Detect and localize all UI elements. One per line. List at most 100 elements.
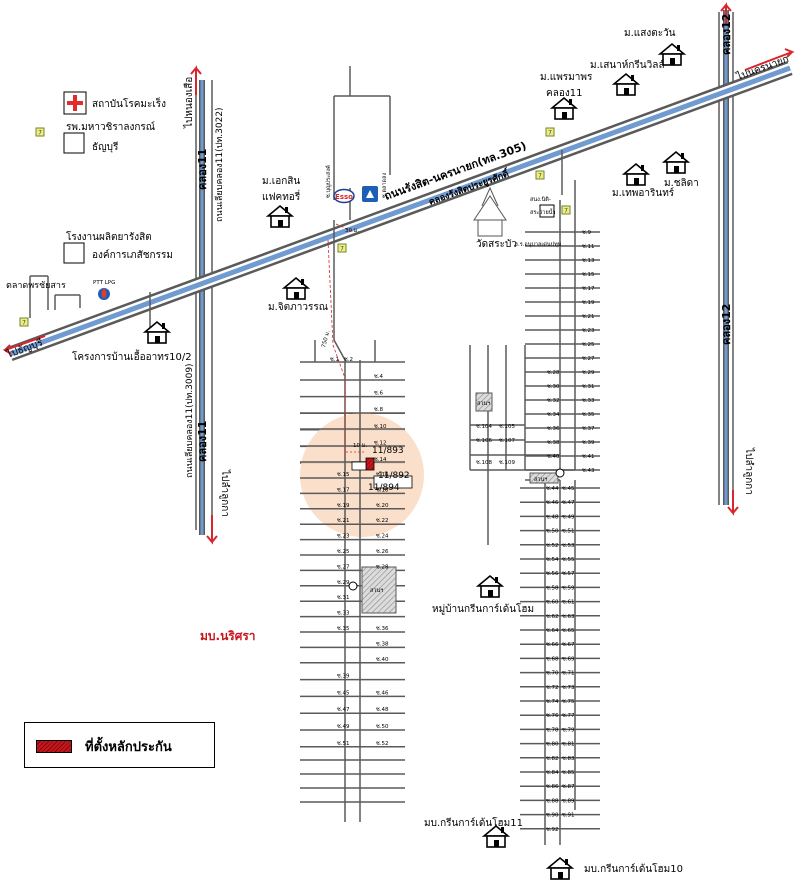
soi-label: ซ.53 xyxy=(562,542,575,549)
soi-label: ซ.32 xyxy=(547,397,559,404)
soi-label: ซ.58 xyxy=(546,584,559,591)
soi-label: ซ.40 xyxy=(376,656,389,663)
collateral-highlight xyxy=(300,413,424,537)
soi-label: ซ.19 xyxy=(337,502,350,509)
park-office-line2-label: สระว่ายน้ำ xyxy=(530,208,556,216)
arrow-south-canal11 xyxy=(206,515,218,545)
park-mid-label: สวนฯ xyxy=(477,400,490,407)
soi-label: ซ.23 xyxy=(337,533,350,540)
soi-label: ซ.21 xyxy=(582,313,594,320)
soi-label: ซ.54 xyxy=(546,556,559,563)
soi-label: ซ.104 xyxy=(476,423,492,430)
house-icon xyxy=(663,151,689,174)
arrow-to-nakhon-nayok xyxy=(744,48,795,71)
canal12-bottom-label: คลอง12 xyxy=(720,304,733,345)
chit-phawan-label: ม.จิตภาวรรณ xyxy=(268,302,328,313)
soi-label: ซ.22 xyxy=(376,517,388,524)
soi-label: ซ.79 xyxy=(562,726,575,733)
green-garden-11-label: มบ.กรีนการ์เด้นโฮม11 xyxy=(424,816,523,829)
park-left-label: สวนฯ xyxy=(370,587,383,594)
soi-label: ซ.108 xyxy=(476,459,492,466)
factory-building-icon xyxy=(63,242,85,264)
soi-label: ซ.18 xyxy=(376,486,389,493)
house-11-892-label: 11/892 xyxy=(378,471,410,481)
soi-label: ซ.17 xyxy=(582,285,595,292)
seven-eleven-icon xyxy=(19,317,29,327)
saeng-tawan-label: ม.แสงตะวัน xyxy=(624,28,676,39)
narisara-label: มบ.นริศรา xyxy=(200,629,256,643)
soi-label: ซ.12 xyxy=(374,439,386,446)
bank-icon xyxy=(362,186,378,202)
arrow-north-canal11 xyxy=(190,65,202,95)
soi-label: ซ.59 xyxy=(562,584,575,591)
soi-label: ซ.51 xyxy=(337,740,349,747)
praemaporn-line2-label: คลอง11 xyxy=(546,88,582,99)
to-lam-luk-ka-right-label: ไปลำลูกกา xyxy=(743,447,755,495)
green-garden-10-label: มบ.กรีนการ์เด้นโฮม10 xyxy=(584,862,683,875)
soi-label: ซ.107 xyxy=(499,437,515,444)
soi-label: ซ.25 xyxy=(582,341,595,348)
soi-label: ซ.70 xyxy=(546,670,559,677)
park-office-line1-label: สนง.นิติ- xyxy=(530,196,551,203)
seven-eleven-icon xyxy=(535,170,545,180)
soi-label: ซ.35 xyxy=(337,625,350,632)
soi-tatlong-label: ซ.ตลาดลง xyxy=(381,173,388,198)
soi-label: ซ.106 xyxy=(476,437,492,444)
soi-label: ซ.43 xyxy=(582,467,595,474)
soi-label: ซ.19 xyxy=(582,299,595,306)
soi-label: ซ.81 xyxy=(562,741,574,748)
soi-label: ซ.65 xyxy=(562,627,575,634)
soi-label: ซ.34 xyxy=(547,411,560,418)
soi-label: ซ.76 xyxy=(546,712,559,719)
dist-30m-label: 30 ม. xyxy=(345,228,359,234)
house-icon xyxy=(483,825,509,848)
arrow-to-thanyaburi xyxy=(2,335,46,355)
soi-label: ซ.52 xyxy=(376,740,388,747)
soi-label: ซ.2 xyxy=(344,356,353,363)
soi-label: ซ.86 xyxy=(546,783,559,790)
soi-label: ซ.9 xyxy=(582,229,591,236)
dist-10m-label: 10 ม. xyxy=(353,443,367,449)
hospital-building-icon xyxy=(63,132,85,154)
soi-label: ซ.61 xyxy=(562,599,574,606)
park-office-icon xyxy=(539,204,555,218)
soi-label: ซ.90 xyxy=(546,812,559,819)
soi-label: ซ.62 xyxy=(546,613,558,620)
soi-label: ซ.105 xyxy=(499,423,515,430)
soi-label: ซ.8 xyxy=(374,406,383,413)
soi-label: ซ.71 xyxy=(562,670,574,677)
praemaporn-line1-label: ม.แพรมาพร xyxy=(540,72,593,83)
soi-label: ซ.85 xyxy=(562,769,575,776)
soi-label: ซ.50 xyxy=(546,528,559,535)
soi-label: ซ.40 xyxy=(547,453,560,460)
house-icon xyxy=(477,575,503,598)
soi-label: ซ.20 xyxy=(376,502,389,509)
soi-label: ซ.16 xyxy=(376,471,389,478)
ban-uea-arthorn-label: โครงการบ้านเอื้ออาทร10/2 xyxy=(72,349,192,363)
soi-label: ซ.36 xyxy=(547,425,560,432)
house-icon xyxy=(547,857,573,880)
soi-label: ซ.87 xyxy=(562,783,575,790)
soi-label: ซ.29 xyxy=(582,369,595,376)
house-icon xyxy=(613,73,639,96)
soi-label: ซ.48 xyxy=(376,706,389,713)
soi-label: ซ.1 xyxy=(330,356,339,363)
soi-label: ซ.74 xyxy=(546,698,559,705)
soi-label: ซ.91 xyxy=(562,812,574,819)
svg-text:Esso: Esso xyxy=(335,193,353,201)
soi-label: ซ.10 xyxy=(374,423,387,430)
road-3022-label: ถนนเลียบคลอง11(ปท.3022) xyxy=(214,107,225,222)
soi-label: ซ.38 xyxy=(376,640,389,647)
soi-label: ซ.36 xyxy=(376,625,389,632)
ptt-label: PTT LPG xyxy=(93,280,115,286)
to-nong-suea-label: ไปหนองเสือ xyxy=(183,77,195,129)
soi-label: ซ.25 xyxy=(337,548,350,555)
soi-label: ซ.11 xyxy=(582,243,594,250)
soi-label: ซ.47 xyxy=(562,499,575,506)
soi-label: ซ.69 xyxy=(562,655,575,662)
house-icon xyxy=(144,321,170,344)
soi-label: ซ.46 xyxy=(376,689,389,696)
soi-right-network xyxy=(469,180,576,845)
soi-label: ซ.39 xyxy=(337,673,350,680)
